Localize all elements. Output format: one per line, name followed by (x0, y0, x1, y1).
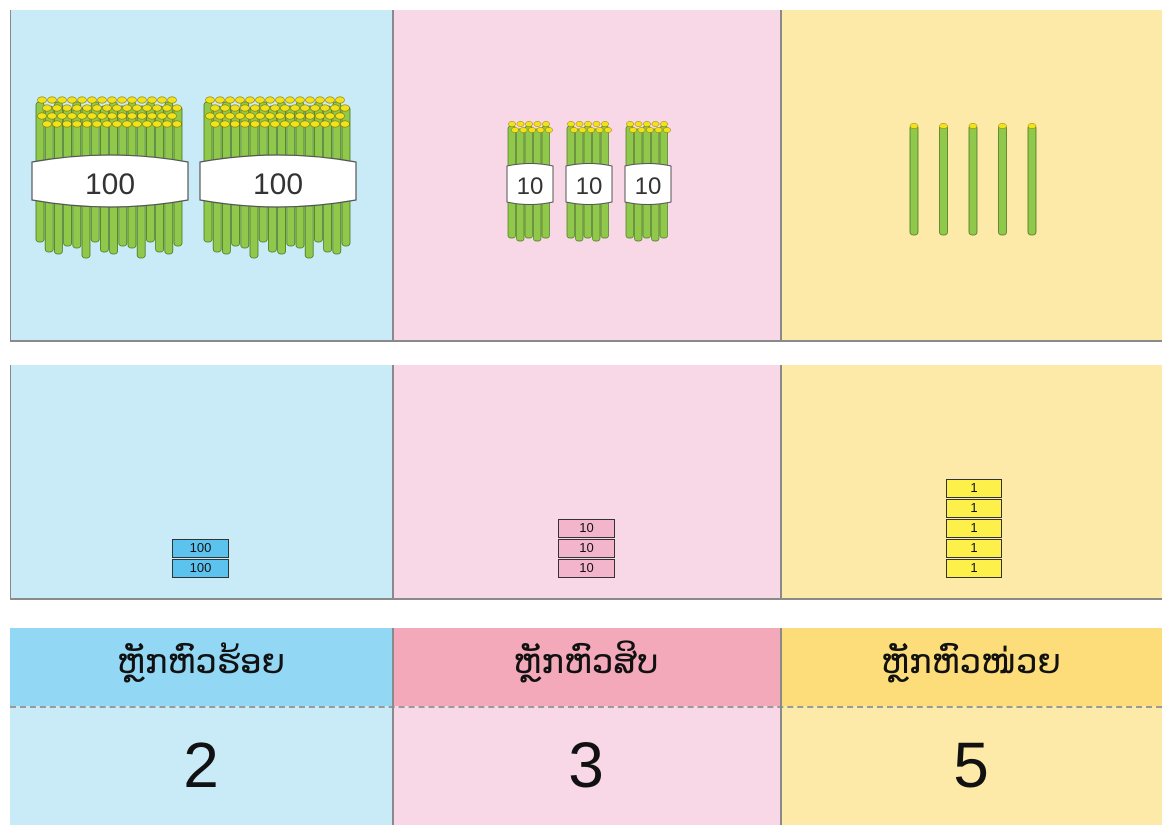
tens-digit-cell: 3 (392, 706, 780, 825)
tens-digit: 3 (568, 729, 604, 801)
value-card: 1 (946, 559, 1002, 578)
hundreds-heading: ຫຼັກຫົວຮ້ອຍ (116, 642, 286, 682)
ones-digit: 5 (953, 729, 989, 801)
hundreds-heading-cell: ຫຼັກຫົວຮ້ອຍ (10, 628, 392, 706)
hundred-bundle-2: 100 (199, 96, 357, 259)
single-stick (909, 124, 919, 236)
bundle-label: 10 (517, 173, 544, 200)
value-card: 10 (558, 559, 615, 578)
hundreds-bundle-cell: 100 100 (10, 10, 392, 341)
ten-bundle-1: 10 (506, 121, 554, 242)
value-card: 1 (946, 539, 1002, 558)
tens-heading: ຫຼັກຫົວສິບ (513, 642, 659, 682)
ones-stick-cell (780, 10, 1162, 341)
ten-bundle-3: 10 (624, 121, 672, 242)
ones-heading: ຫຼັກຫົວໜ່ວຍ (881, 642, 1061, 682)
single-stick (998, 124, 1007, 236)
single-sticks (909, 123, 1037, 236)
bundle-label: 10 (635, 173, 662, 200)
hundreds-digit-cell: 2 (10, 706, 392, 825)
bundle-label: 10 (576, 173, 603, 200)
tens-bundle-cell: 10 10 10 (392, 10, 780, 341)
bundle-label: 100 (85, 168, 135, 201)
value-card: 1 (946, 479, 1002, 498)
value-card: 10 (558, 519, 615, 538)
hundred-bundle-1: 100 (31, 96, 189, 259)
single-stick (1027, 124, 1037, 236)
ones-digit-cell: 5 (780, 706, 1162, 825)
value-card: 10 (558, 539, 615, 558)
value-card: 1 (946, 499, 1002, 518)
value-card: 100 (172, 559, 229, 578)
value-card: 1 (946, 519, 1002, 538)
table-divider (10, 706, 1162, 708)
value-card: 100 (172, 539, 229, 558)
ones-heading-cell: ຫຼັກຫົວໜ່ວຍ (780, 628, 1162, 706)
tens-heading-cell: ຫຼັກຫົວສິບ (392, 628, 780, 706)
hundreds-digit: 2 (183, 729, 219, 801)
bundle-label: 100 (253, 168, 303, 201)
single-stick (968, 124, 978, 236)
single-stick (939, 124, 948, 236)
ten-bundle-2: 10 (565, 121, 613, 242)
